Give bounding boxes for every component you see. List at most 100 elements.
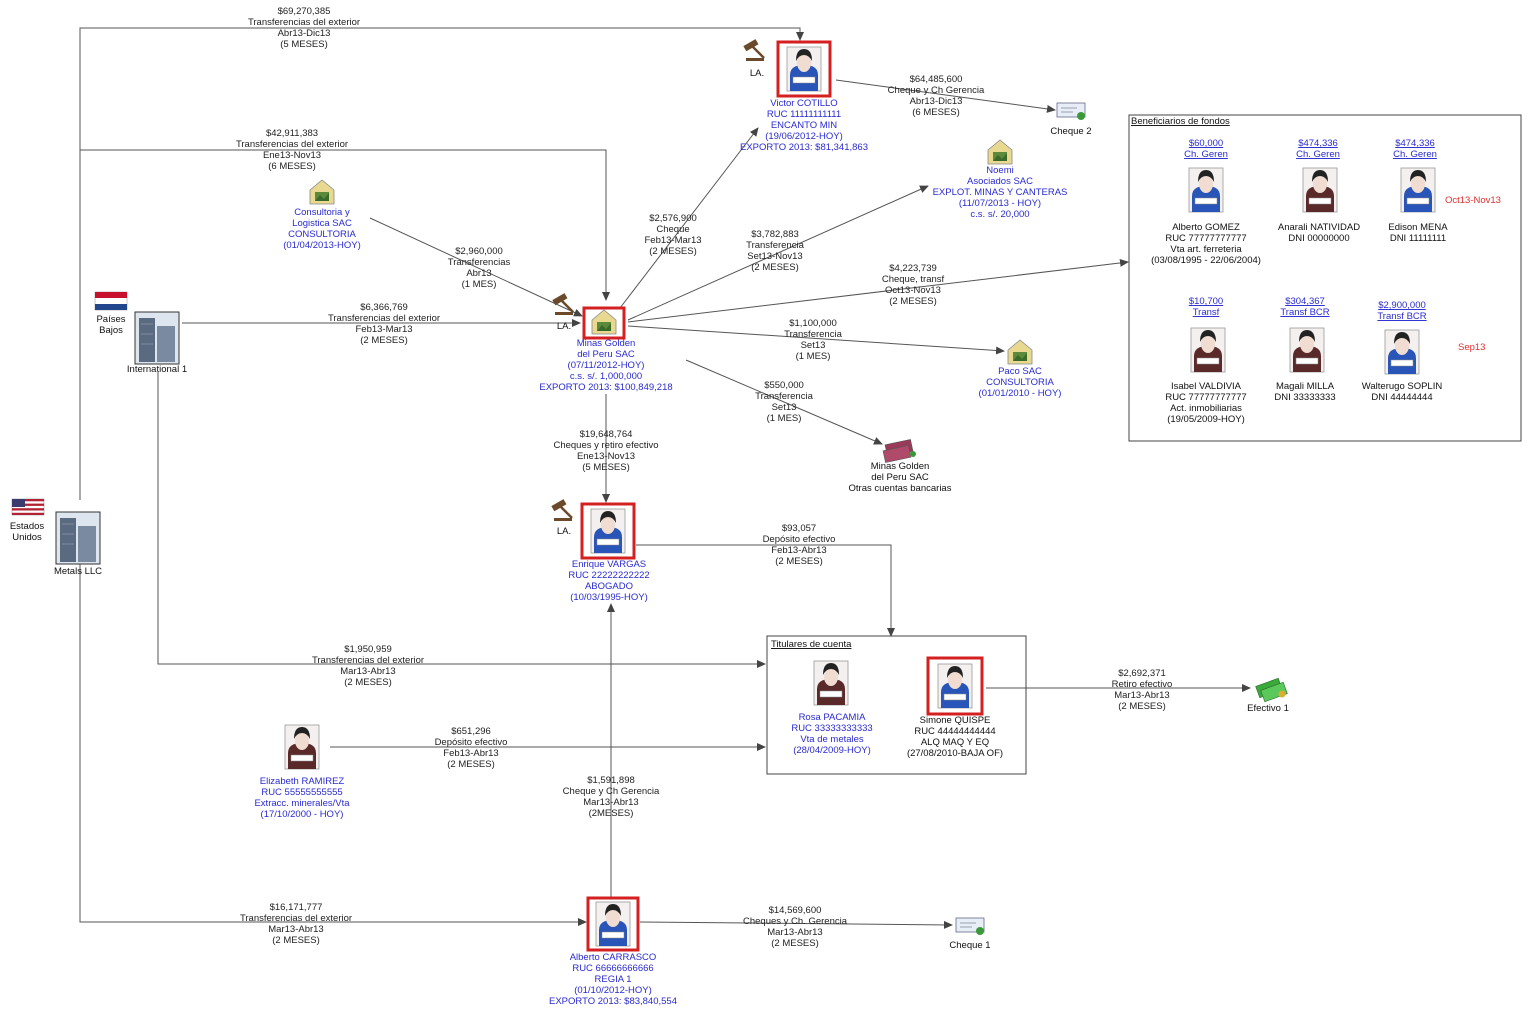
beneficiary-type: Transf BCR: [1377, 311, 1426, 322]
la-label: LA.: [750, 68, 764, 79]
period-sep: Sep13: [1458, 342, 1485, 353]
edge-carrasco-cheque1: [639, 920, 953, 929]
beneficiary-amount: $474,336: [1298, 138, 1338, 149]
edge-minas-paco: [627, 325, 1005, 355]
edges: [79, 27, 1251, 929]
person-icon: [595, 901, 631, 947]
gavel-icon: [550, 497, 574, 523]
node-cheque-2[interactable]: Cheque 2: [1050, 102, 1092, 137]
company-icon: [309, 179, 335, 205]
person-icon: [1190, 327, 1226, 373]
junction-markers: [602, 663, 620, 748]
edge-minas-noemi: [627, 185, 929, 321]
company-icon: [1007, 339, 1033, 365]
gavel-icon: [551, 291, 575, 317]
titulares-title: Titulares de cuenta: [771, 639, 852, 650]
international-label: International 1: [127, 364, 187, 375]
beneficiary-type: Transf BCR: [1280, 307, 1329, 318]
beneficiary-amount: $2,900,000: [1378, 300, 1426, 311]
person-icon: [1289, 327, 1325, 373]
beneficiarios-title: Beneficiarios de fondos: [1131, 116, 1230, 127]
person-icon: [1302, 167, 1338, 213]
building-icon: [134, 311, 180, 365]
node-efectivo-1[interactable]: Efectivo 1: [1247, 677, 1289, 714]
cheque-1-label: Cheque 1: [949, 940, 990, 951]
person-icon: [786, 46, 822, 92]
edge-enrique-titulares: [636, 544, 895, 637]
node-cheque-1[interactable]: Cheque 1: [949, 917, 991, 951]
la-label: LA.: [557, 321, 571, 332]
edge-consultoria-minas: [369, 217, 583, 317]
edge-minas-beneficiarios: [627, 258, 1129, 323]
beneficiary-amount: $304,367: [1285, 296, 1325, 307]
edge-metals-minas: [80, 149, 610, 301]
company-icon: [987, 139, 1013, 165]
edge-minas-victor: [619, 127, 759, 309]
edge-minas-bankaccounts: [685, 359, 883, 445]
beneficiarios-de-fondos-group[interactable]: Beneficiarios de fondos Oct13-Nov13 Sep1…: [1128, 114, 1522, 442]
cash-icon: [1255, 677, 1288, 703]
edge-metals-carrasco: [79, 540, 587, 926]
edge-international-titulares: [157, 372, 766, 668]
beneficiary-type: Ch. Geren: [1184, 149, 1228, 160]
cheque-2-label: Cheque 2: [1050, 126, 1091, 137]
beneficiary-type: Ch. Geren: [1393, 149, 1437, 160]
beneficiary-type: Ch. Geren: [1296, 149, 1340, 160]
bank-accounts-icon: [882, 439, 916, 463]
beneficiary-amount: $474,336: [1395, 138, 1435, 149]
cheque-icon: [955, 917, 985, 936]
person-icon: [813, 660, 849, 706]
person-icon: [1384, 329, 1420, 375]
beneficiary-type: Transf: [1193, 307, 1220, 318]
beneficiary-amount: $10,700: [1189, 296, 1223, 307]
